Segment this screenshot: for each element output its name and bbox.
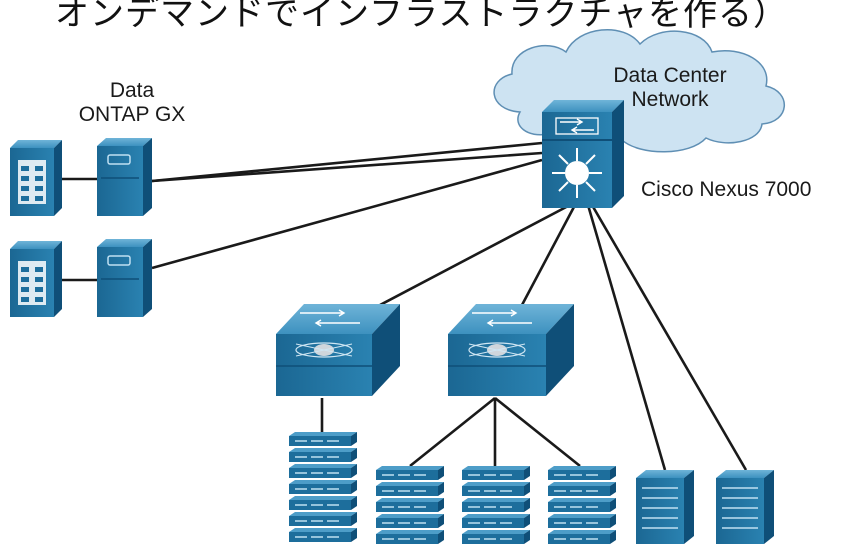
storage-label: Data ONTAP GX [62,79,202,127]
rack-server-unit [289,448,357,462]
rack-server-unit [289,528,357,542]
access-switch-1 [276,304,400,396]
rack-server-unit [289,512,357,526]
rack-server-unit [289,480,357,494]
cloud-label-line-2: Network [631,88,709,111]
rack-server-unit [462,498,530,512]
server-rack-3 [462,466,530,544]
link-controller-2-to-core [151,158,543,270]
rack-server-unit [462,514,530,528]
rack-server-unit [462,482,530,496]
tower-server-1 [636,470,694,544]
cloud-label: Data Center Network [600,64,740,112]
storage-controller-1 [97,138,152,216]
link-core-to-access-2 [520,204,577,306]
rack-server-unit [462,466,530,480]
link-access-2-to-rack-2 [409,396,496,468]
link-controller-1-to-core [151,141,543,183]
link-core-to-access-1 [379,203,571,307]
rack-server-unit [376,466,444,480]
rack-server-unit [548,498,616,512]
rack-server-unit [548,466,616,480]
server-racks [289,432,616,544]
cloud-label-line-1: Data Center [613,64,727,87]
storage-controller-2 [97,239,152,317]
storage-shelf-2 [10,241,62,317]
rack-server-unit [376,514,444,528]
rack-server-unit [548,482,616,496]
access-switch-2 [448,304,574,396]
rack-server-unit [548,530,616,544]
rack-server-unit [548,514,616,528]
core-switch-label: Cisco Nexus 7000 [641,178,812,201]
rack-server-unit [376,482,444,496]
server-rack-2 [376,466,444,544]
tower-server-2 [716,470,774,544]
link-core-to-server-1 [586,204,667,471]
rack-server-unit [462,530,530,544]
link-access-2-to-rack-4 [494,396,581,468]
server-rack-4 [548,466,616,544]
rack-server-unit [376,498,444,512]
link-core-to-server-2 [590,204,748,471]
link-controller-1b-to-core [151,151,543,183]
storage-label-line-1: Data [109,79,155,102]
rack-server-unit [289,464,357,478]
page-caption: オンデマンドでインフラストラクチャを作る） [55,0,788,34]
storage-label-line-2: ONTAP GX [78,103,186,126]
storage-shelf-1 [10,140,62,216]
rack-server-unit [376,530,444,544]
core-switch [542,100,624,208]
network-links [62,141,748,471]
rack-server-unit [289,496,357,510]
rack-server-unit [289,432,357,446]
server-rack-1 [289,432,357,542]
